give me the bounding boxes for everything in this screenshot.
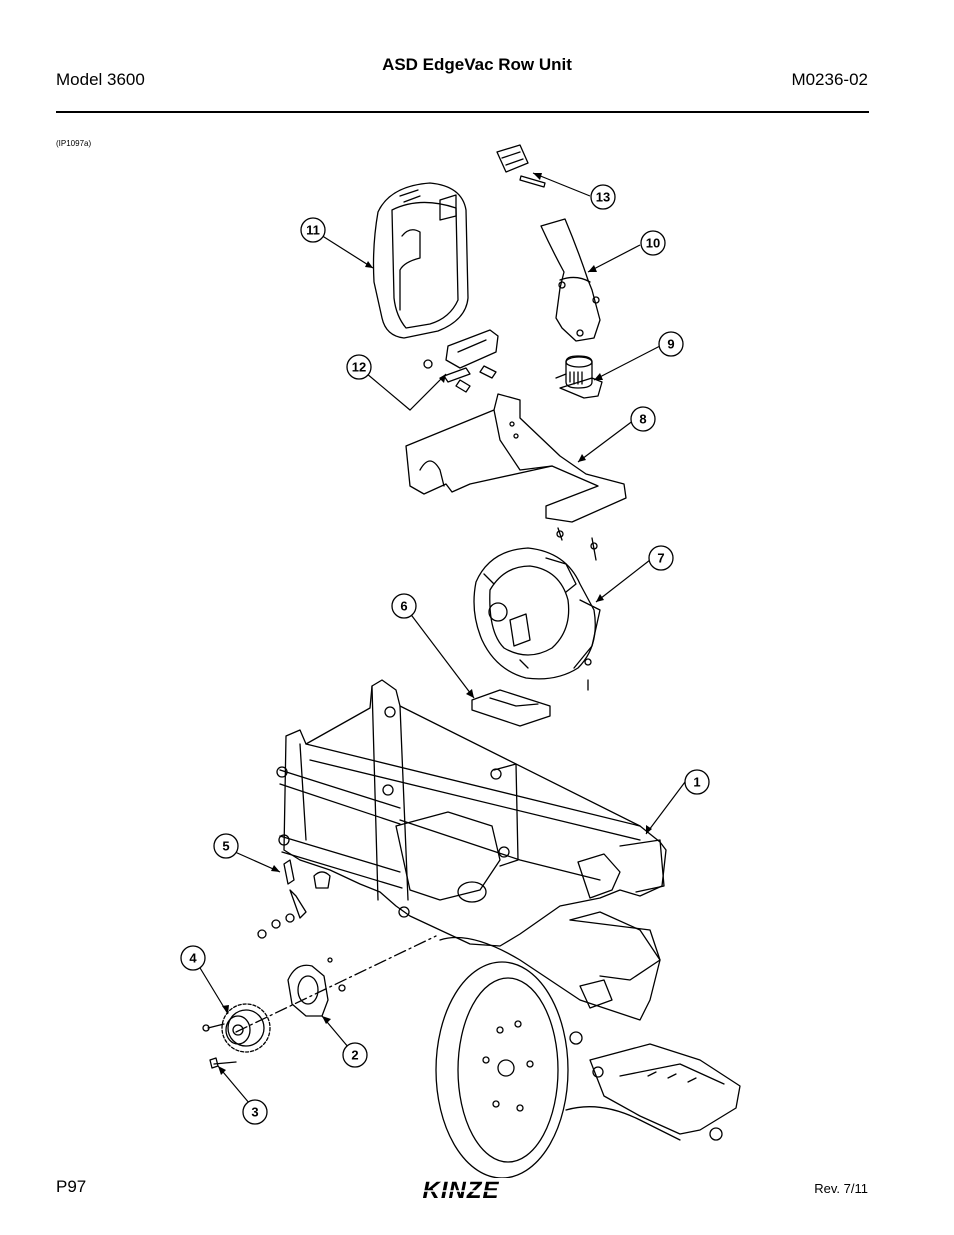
callout-4 [180, 945, 206, 971]
callout-9 [658, 331, 684, 357]
callout-5 [213, 833, 239, 859]
part-2-flange [287, 957, 346, 1017]
callout-3 [242, 1099, 268, 1125]
callout-label: 10 [646, 236, 660, 251]
callout-label: 1 [693, 775, 700, 790]
kinze-logo: KINZE [404, 1177, 520, 1204]
callout-label: 3 [251, 1105, 258, 1120]
callout-6 [391, 593, 417, 619]
part-7-meter [473, 547, 601, 691]
part-10-seed-tube [540, 218, 601, 342]
page-number: P97 [56, 1177, 87, 1196]
callout-1 [684, 769, 710, 795]
page-title: ASD EdgeVac Row Unit [382, 55, 572, 74]
callout-2 [342, 1042, 368, 1068]
gauge-wheel-assembly [435, 911, 741, 1179]
callout-12 [346, 354, 372, 380]
part-9-sensor [555, 355, 603, 399]
part-1-row-frame [276, 679, 667, 947]
part-6-plate [471, 689, 551, 727]
callout-7 [648, 545, 674, 571]
callout-label: 13 [596, 190, 610, 205]
model-label: Model 3600 [56, 70, 145, 89]
part-13-bracket [496, 144, 546, 188]
callout-label: 8 [639, 412, 646, 427]
callout-label: 9 [667, 337, 674, 352]
callout-label: 2 [351, 1048, 358, 1063]
header-rule [56, 111, 869, 113]
callout-label: 11 [306, 223, 320, 238]
callout-label: 6 [400, 599, 407, 614]
leader-arrowheads [218, 173, 652, 1075]
part-4-sprocket [202, 1003, 271, 1053]
revision-label: Rev. 7/11 [814, 1181, 868, 1196]
part-3-bolt [209, 1057, 237, 1069]
callout-10 [640, 230, 666, 256]
callout-label: 5 [222, 839, 229, 854]
part-11-cover [372, 182, 469, 339]
callout-11 [300, 217, 326, 243]
figure-id: (IP1097a) [56, 139, 92, 148]
part-12-bracket [423, 329, 499, 393]
callout-label: 12 [352, 360, 366, 375]
callout-13 [590, 184, 616, 210]
part-5-pin [257, 859, 331, 939]
callout-label: 7 [657, 551, 664, 566]
part-8-frame [405, 393, 627, 561]
document-number: M0236-02 [791, 70, 868, 89]
callout-label: 4 [189, 951, 197, 966]
callout-8 [630, 406, 656, 432]
callouts [180, 184, 710, 1125]
